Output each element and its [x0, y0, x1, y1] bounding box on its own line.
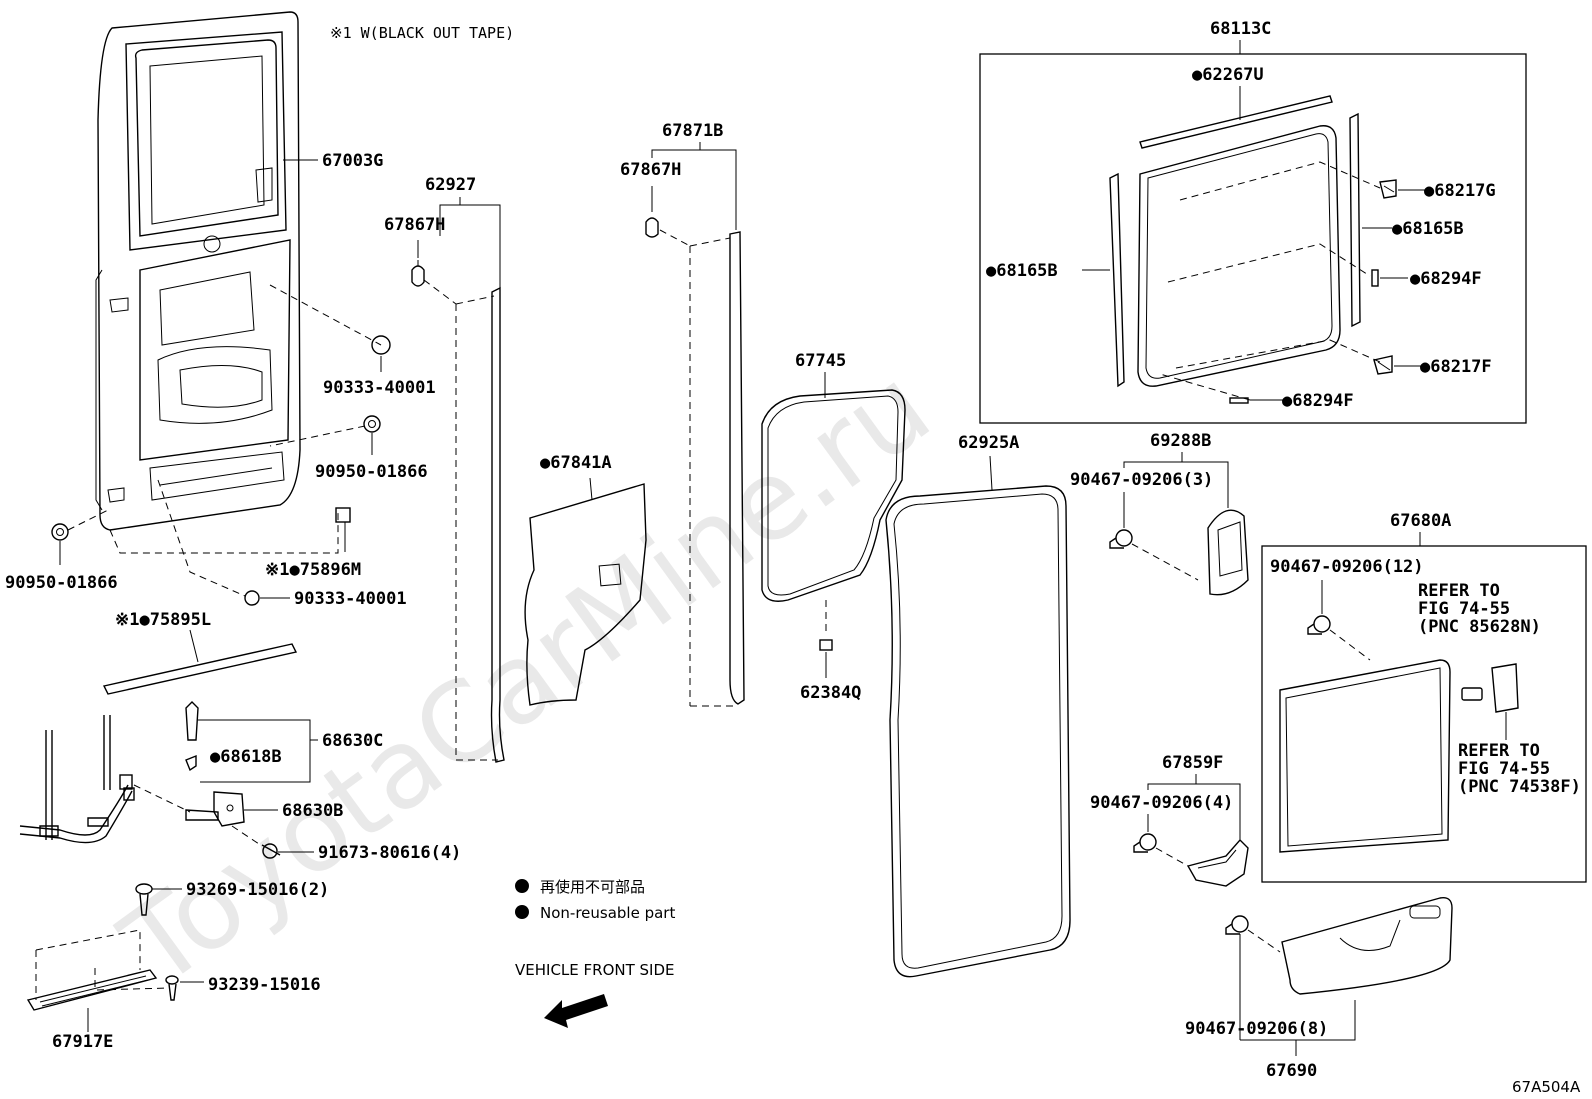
clip-90467-b	[1307, 615, 1331, 635]
svg-text:FIG 74-55: FIG 74-55	[1458, 759, 1550, 779]
figure-id: 67A504A	[1512, 1078, 1581, 1096]
bracket-67859F	[1186, 838, 1249, 887]
refer-85628N: REFER TO FIG 74-55 (PNC 85628N)	[1418, 581, 1541, 637]
svg-text:REFER TO: REFER TO	[1458, 741, 1540, 761]
label-68294F-lower: ●68294F	[1282, 391, 1354, 411]
trim-67841A	[524, 483, 647, 706]
scuff-plate-67917E	[26, 969, 158, 1011]
clip-90467-a	[1109, 529, 1133, 549]
svg-text:REFER TO: REFER TO	[1418, 581, 1500, 601]
striker-68630B	[185, 791, 245, 827]
label-67867H-left: 67867H	[384, 215, 445, 235]
label-75896M: ※1●75896M	[265, 560, 361, 580]
clip-68217G	[1379, 179, 1397, 199]
refer-74538F: REFER TO FIG 74-55 (PNC 74538F)	[1458, 741, 1581, 797]
direction-label: VEHICLE FRONT SIDE	[515, 961, 675, 979]
label-62925A: 62925A	[958, 433, 1019, 453]
label-90950-01866-upper: 90950-01866	[315, 462, 428, 482]
handle-cover-69288B	[1207, 509, 1249, 596]
grommet-90950-upper	[363, 415, 381, 433]
legend-text-jp: 再使用不可部品	[540, 878, 645, 896]
lock-rod-assembly	[19, 715, 135, 844]
label-68630B: 68630B	[282, 801, 343, 821]
label-62384Q: 62384Q	[800, 683, 861, 703]
label-69288B: 69288B	[1150, 431, 1211, 451]
weatherstrip-67871B	[729, 231, 745, 705]
label-68113C: 68113C	[1210, 19, 1271, 39]
label-68630C: 68630C	[322, 731, 383, 751]
label-67867H-right: 67867H	[620, 160, 681, 180]
weatherstrip-67871B-clips	[689, 237, 736, 707]
weatherstrip-62927	[490, 286, 505, 763]
label-91673-80616: 91673-80616(4)	[318, 843, 461, 863]
hole-plug-90333	[371, 335, 391, 355]
pad-68294F-lower	[1229, 397, 1249, 404]
label-90333-40001-lower: 90333-40001	[294, 589, 407, 609]
screw-93239	[165, 975, 179, 1001]
weatherstrip-62927-clips	[455, 295, 498, 761]
label-90467-09206-4: 90467-09206(4)	[1090, 793, 1233, 813]
front-arrow-icon	[544, 994, 608, 1028]
label-90467-09206-12: 90467-09206(12)	[1270, 557, 1424, 577]
label-68294F-upper: ●68294F	[1410, 269, 1482, 289]
label-62267U: ●62267U	[1192, 65, 1264, 85]
grommet-90950-lower	[51, 523, 69, 541]
lock-pin-68630C	[185, 701, 199, 772]
label-90333-40001-upper: 90333-40001	[323, 378, 436, 398]
run-channel-68165B-right	[1349, 112, 1361, 328]
label-93269-15016: 93269-15016(2)	[186, 880, 329, 900]
clip-90467-c	[1133, 833, 1157, 853]
label-67917E: 67917E	[52, 1032, 113, 1052]
clip-67867H-right	[645, 217, 659, 238]
label-67690: 67690	[1266, 1061, 1317, 1081]
trim-67690	[1281, 897, 1453, 995]
label-67680A: 67680A	[1390, 511, 1451, 531]
glass-68113C	[1137, 125, 1341, 387]
label-93239-15016: 93239-15016	[208, 975, 321, 995]
label-68618B: ●68618B	[210, 747, 282, 767]
label-90467-09206-3: 90467-09206(3)	[1070, 470, 1213, 490]
pad-68294F-upper	[1371, 269, 1379, 287]
label-68165B-left: ●68165B	[986, 261, 1058, 281]
weatherstrip-62925A	[885, 485, 1071, 978]
clip-68217F	[1373, 355, 1393, 375]
label-90467-09206-8: 90467-09206(8)	[1185, 1019, 1328, 1039]
seal-67745	[761, 389, 906, 602]
label-75895L: ※1●75895L	[115, 610, 211, 630]
tape-75896M	[335, 507, 351, 523]
legend-bullet-2	[515, 905, 529, 919]
bolt-91673	[261, 843, 281, 859]
trim-board-group-box	[1261, 545, 1587, 883]
svg-text:FIG 74-55: FIG 74-55	[1418, 599, 1510, 619]
tag-85628N	[1461, 687, 1483, 701]
legend-text-en: Non-reusable part	[540, 904, 675, 922]
label-68217F: ●68217F	[1420, 357, 1492, 377]
clip-67867H-left	[411, 260, 425, 287]
tag-74538F	[1491, 663, 1519, 713]
clip-90467-d	[1225, 915, 1249, 935]
trim-board-67680A	[1279, 659, 1451, 853]
label-90950-01866-lower: 90950-01866	[5, 573, 118, 593]
legend: 再使用不可部品 Non-reusable part	[515, 878, 675, 922]
svg-text:(PNC 74538F): (PNC 74538F)	[1458, 777, 1581, 797]
label-62927: 62927	[425, 175, 476, 195]
label-68165B-right: ●68165B	[1392, 219, 1464, 239]
moulding-62267U	[1139, 95, 1333, 149]
run-channel-68165B-left	[1109, 172, 1125, 388]
clip-62384Q	[819, 639, 833, 651]
label-67003G: 67003G	[322, 151, 383, 171]
note-black-out-tape: ※1 W(BLACK OUT TAPE)	[330, 24, 514, 42]
window-glass-group-box	[979, 53, 1527, 424]
label-67859F: 67859F	[1162, 753, 1223, 773]
label-67841A: ●67841A	[540, 453, 612, 473]
legend-bullet-1	[515, 879, 529, 893]
door-panel-drawing	[95, 11, 301, 531]
label-67745: 67745	[795, 351, 846, 371]
label-67871B: 67871B	[662, 121, 723, 141]
label-68217G: ●68217G	[1424, 181, 1496, 201]
hole-plug-90333-lower	[244, 590, 260, 606]
svg-text:(PNC 85628N): (PNC 85628N)	[1418, 617, 1541, 637]
tape-75895L	[102, 643, 298, 695]
